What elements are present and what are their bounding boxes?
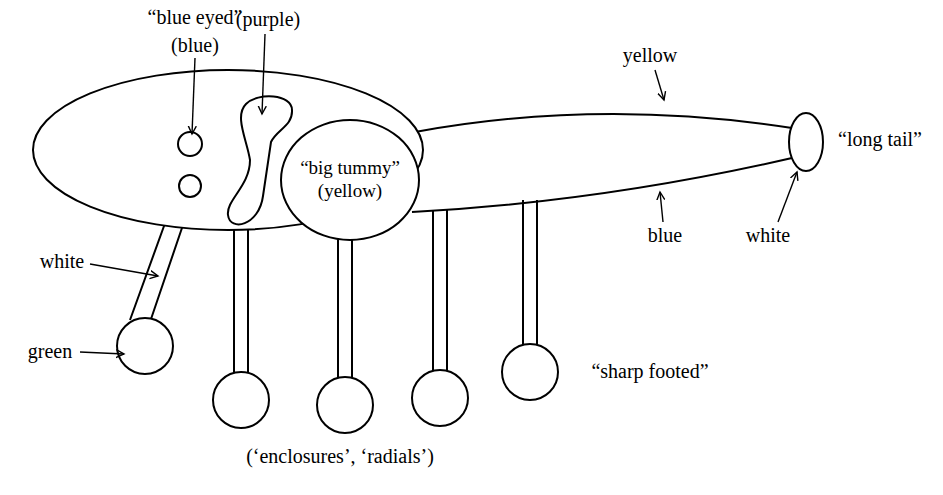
color-note: white	[746, 224, 790, 247]
eye	[178, 132, 202, 156]
pointer-arrow	[655, 70, 664, 100]
annotation-quote: “blue eyed”	[148, 6, 243, 29]
annotation-quote: “long tail”	[838, 128, 922, 151]
tail-tip	[789, 113, 823, 171]
eye	[179, 175, 201, 197]
tummy-circle: “big tummy”(yellow)	[280, 119, 420, 241]
color-note: (purple)	[236, 8, 300, 31]
foot	[317, 377, 373, 433]
annotation-quote: “sharp footed”	[591, 360, 708, 383]
tail-upper	[415, 114, 792, 132]
pointer-arrow	[262, 34, 265, 114]
leg	[234, 215, 248, 373]
foot	[502, 344, 558, 400]
foot	[117, 318, 173, 374]
caption-note: (‘enclosures’, ‘radials’)	[246, 445, 434, 468]
pointer-arrow	[80, 352, 124, 354]
tail-lower	[412, 158, 792, 212]
foot	[412, 370, 468, 426]
annotation-quote: “big tummy”	[300, 157, 400, 180]
pointer-arrow	[660, 192, 663, 222]
leg	[433, 210, 447, 371]
pointer-arrow	[192, 58, 195, 134]
color-note: green	[28, 340, 72, 363]
color-note: (blue)	[171, 34, 219, 57]
pointer-arrow	[90, 264, 158, 276]
pointer-arrow	[778, 172, 797, 222]
leg	[523, 200, 537, 345]
color-note: yellow	[623, 44, 677, 67]
color-note: white	[40, 250, 84, 273]
color-note: blue	[648, 224, 682, 247]
color-note: (yellow)	[318, 180, 382, 203]
front-leg	[130, 215, 184, 322]
foot	[213, 372, 269, 428]
